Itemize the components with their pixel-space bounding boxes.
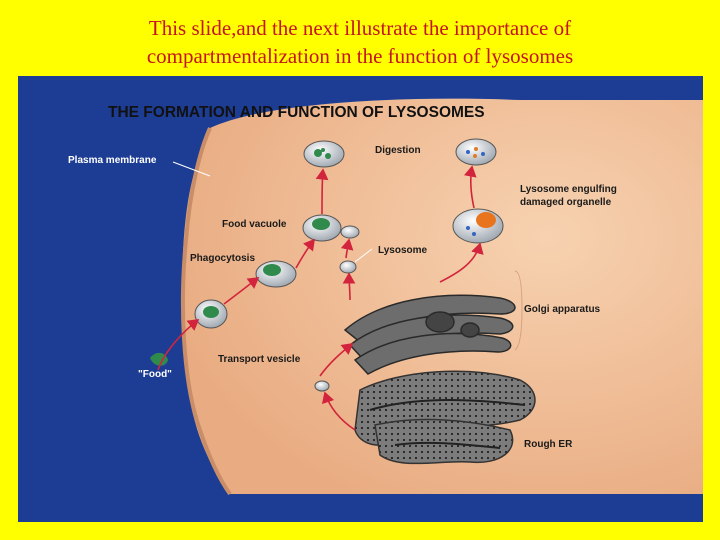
diagram-heading: THE FORMATION AND FUNCTION OF LYSOSOMES	[108, 104, 485, 121]
transport-vesicle-shape	[314, 380, 330, 392]
label-leader-lines	[172, 161, 523, 351]
slide-title-line-1: This slide,and the next illustrate the i…	[148, 16, 572, 40]
lysosome-vesicle	[339, 260, 357, 274]
food-vacuole-vesicle	[302, 214, 360, 242]
label-food-vacuole: Food vacuole	[222, 219, 287, 230]
label-lysosome-engulfing-2: damaged organelle	[520, 197, 612, 208]
label-phagocytosis: Phagocytosis	[190, 253, 255, 264]
label-lysosome-engulfing-1: Lysosome engulfing	[520, 184, 617, 195]
label-transport-vesicle: Transport vesicle	[218, 354, 301, 365]
digestion-vesicle	[303, 140, 345, 168]
label-digestion: Digestion	[375, 145, 421, 156]
digested-organelle-vesicle	[455, 138, 497, 166]
label-food: "Food"	[138, 369, 172, 380]
label-rough-er: Rough ER	[524, 439, 573, 450]
slide-title-line-2: compartmentalization in the function of …	[146, 44, 574, 68]
plasma-membrane-line	[180, 127, 232, 496]
phagocytosis-vesicle	[255, 260, 297, 288]
golgi-apparatus-shape	[343, 294, 516, 375]
label-golgi-apparatus: Golgi apparatus	[524, 304, 601, 315]
lysosome-engulfing-vesicle	[452, 208, 504, 244]
food-entry-vesicle	[194, 299, 228, 329]
label-lysosome: Lysosome	[378, 245, 428, 256]
food-particle	[150, 352, 168, 366]
rough-er-shape	[354, 370, 536, 465]
label-plasma-membrane: Plasma membrane	[68, 155, 157, 166]
pathway-arrows	[157, 165, 484, 431]
